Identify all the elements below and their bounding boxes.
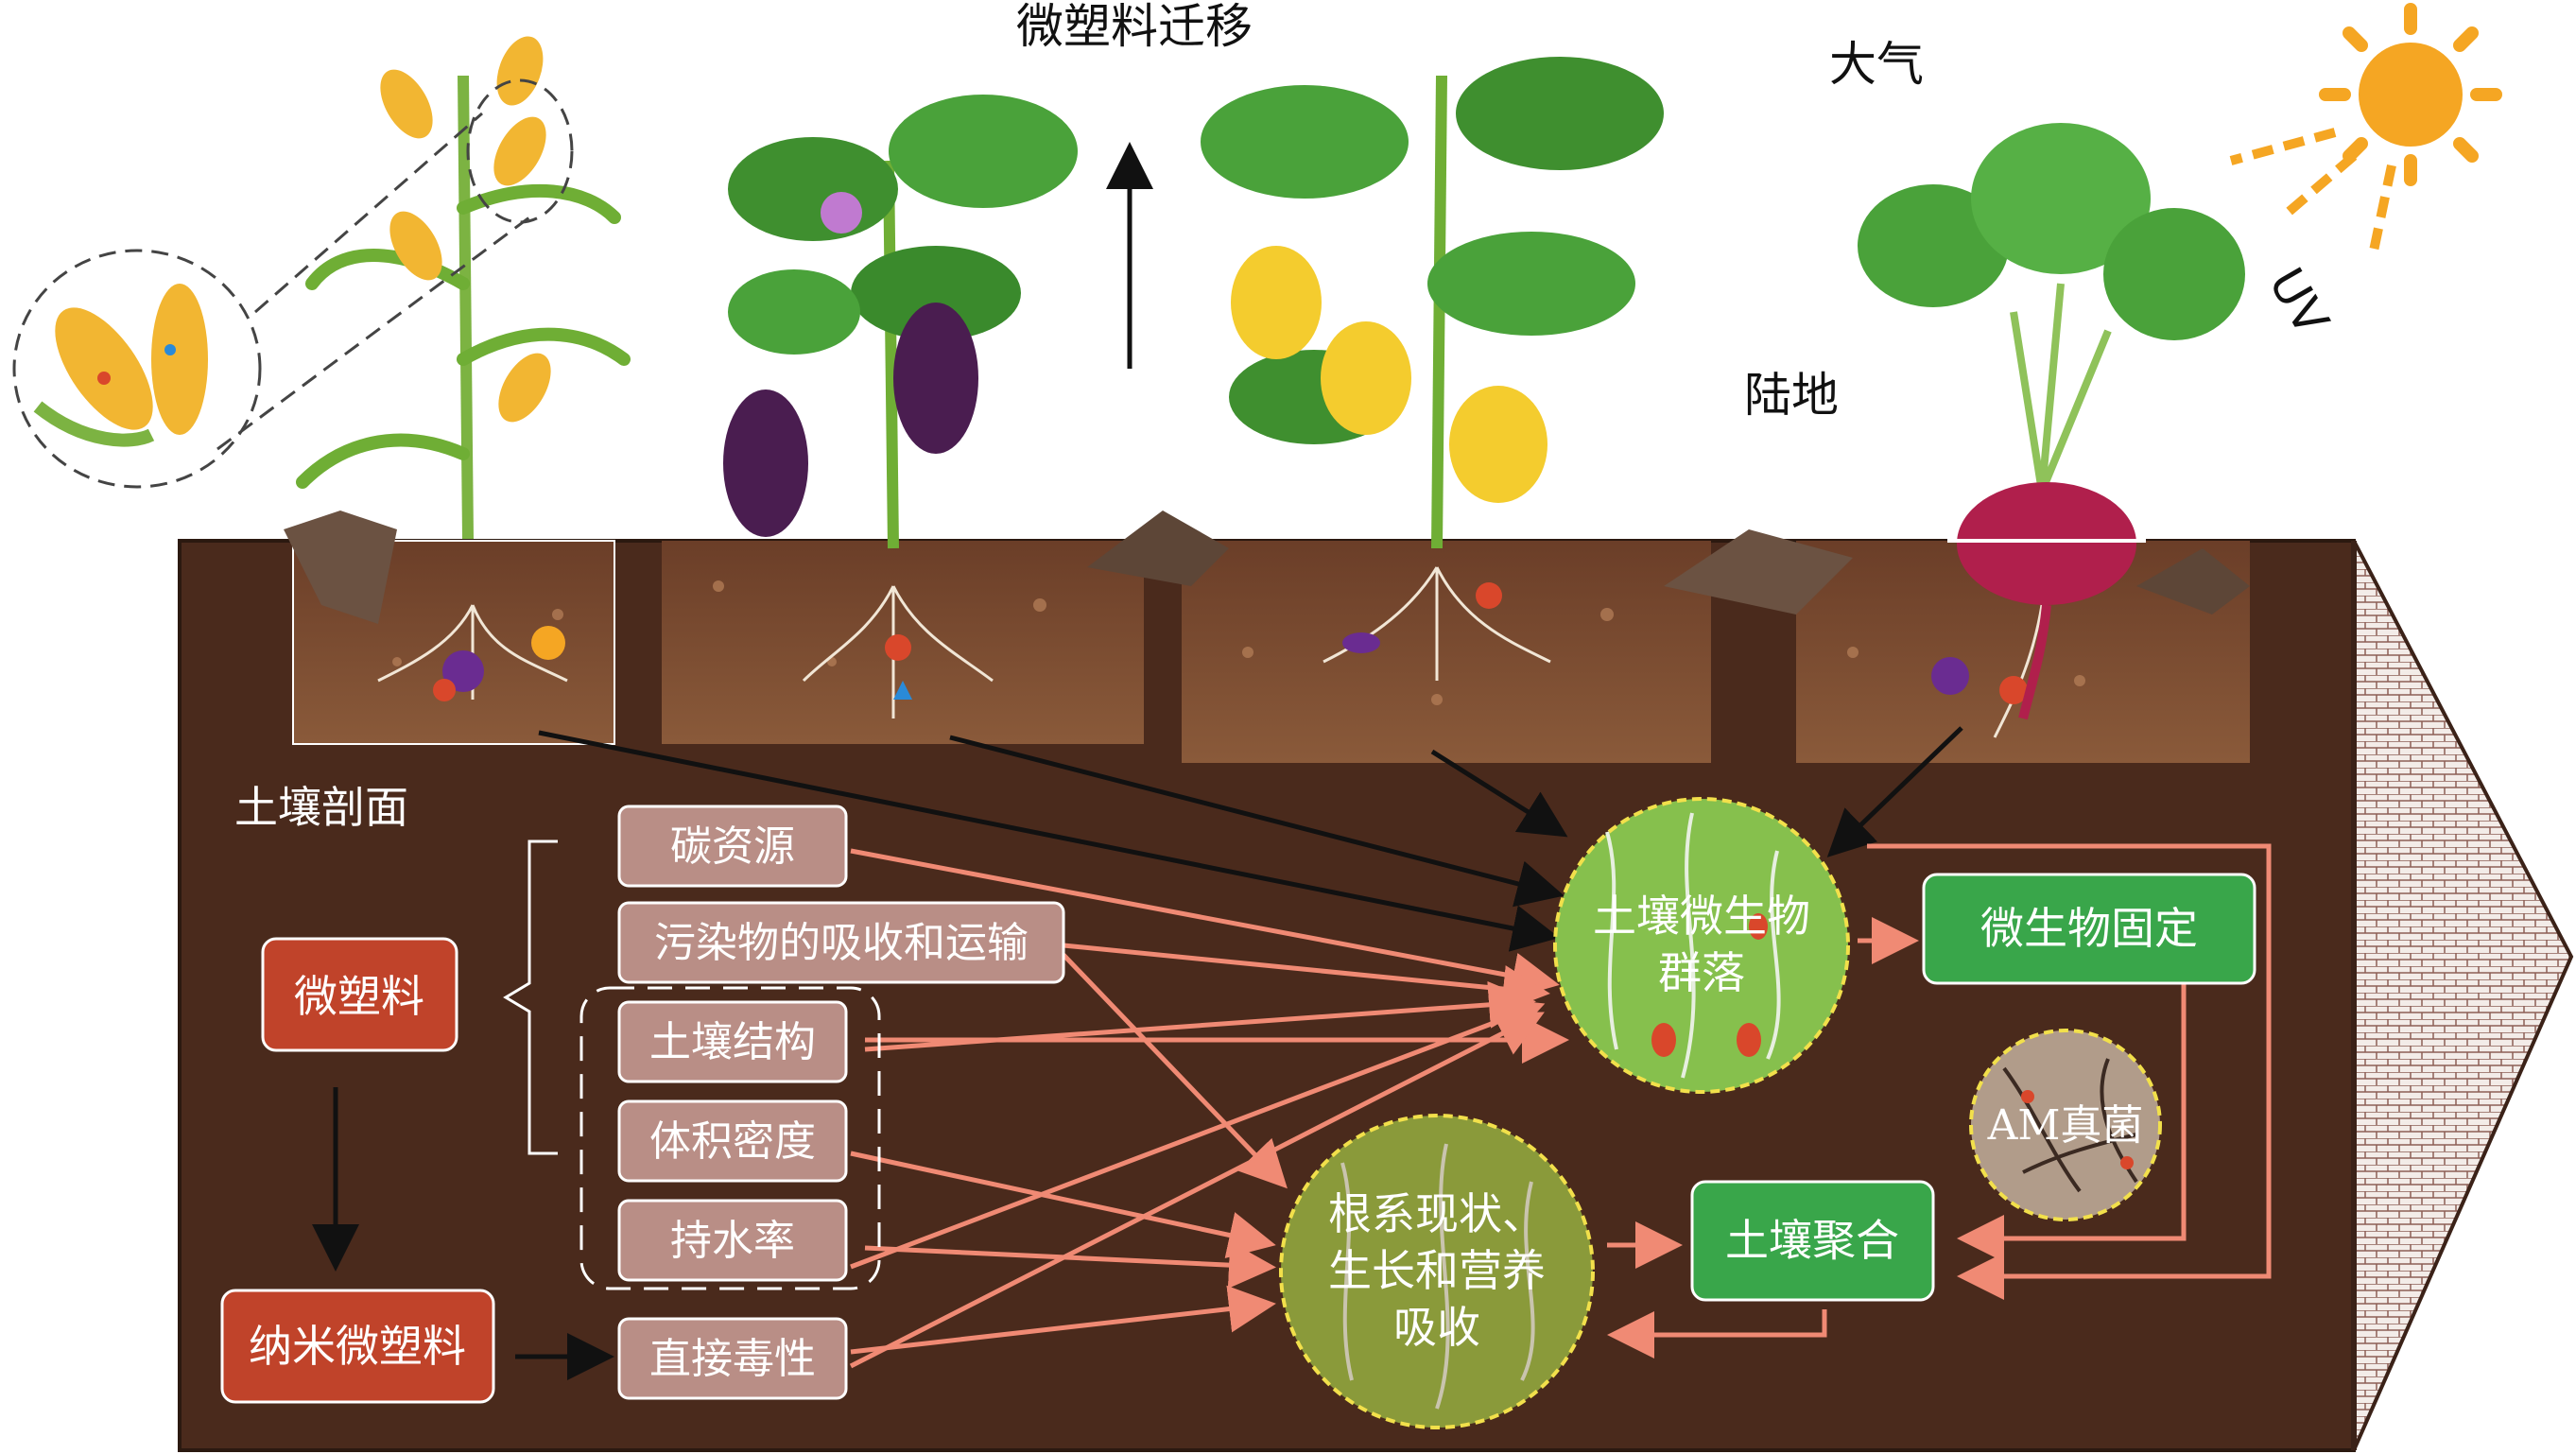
node-microbial-community-line2: 群落: [1658, 947, 1745, 998]
node-microplastics: 微塑料: [261, 937, 458, 1052]
corn-cob-detail: [33, 284, 208, 447]
node-direct-toxicity-label: 直接毒性: [649, 1335, 816, 1383]
node-bulk-density: 体积密度: [617, 1099, 848, 1183]
node-root-growth-line2: 生长和营养: [1328, 1245, 1546, 1296]
node-root-growth-line1: 根系现状、: [1328, 1188, 1546, 1239]
uv-label: UV: [2258, 259, 2340, 344]
pepper-plant: [1201, 57, 1664, 549]
node-microbial-community-line1: 土壤微生物: [1593, 891, 1810, 942]
node-carbon-source: 碳资源: [617, 805, 848, 888]
node-microbial-community: 土壤微生物 群落: [1553, 797, 1850, 1094]
atmosphere-label: 大气: [1829, 37, 1924, 92]
node-water-retention: 持水率: [617, 1199, 848, 1282]
node-soil-aggregation-label: 土壤聚合: [1725, 1215, 1899, 1266]
node-soil-aggregation: 土壤聚合: [1690, 1180, 1935, 1302]
migration-label: 微塑料迁移: [1016, 0, 1253, 54]
node-microbial-fixation: 微生物固定: [1922, 873, 2256, 985]
rock: [1664, 529, 1853, 614]
microplastic-particles: [433, 582, 2028, 704]
sun-icon: [2229, 3, 2502, 257]
zoom-ring-detail: [12, 249, 262, 489]
rock: [2136, 548, 2250, 614]
rock: [284, 511, 397, 624]
node-pollutant: 污染物的吸收和运输: [617, 901, 1065, 984]
node-soil-structure: 土壤结构: [617, 1000, 848, 1083]
soil-window-3: [1182, 541, 1711, 763]
node-nanoplastics-label: 纳米微塑料: [249, 1321, 466, 1372]
node-microbial-fixation-label: 微生物固定: [1980, 903, 2198, 954]
node-root-growth: 根系现状、 生长和营养 吸收: [1279, 1114, 1595, 1429]
corn-plant: [296, 36, 631, 540]
physical-props-group: [579, 986, 881, 1290]
node-pollutant-label: 污染物的吸收和运输: [654, 919, 1029, 967]
eggplant-plant: [723, 95, 1078, 549]
node-direct-toxicity: 直接毒性: [617, 1317, 848, 1400]
profile-arrows: [312, 726, 1963, 1380]
node-nanoplastics: 纳米微塑料: [220, 1289, 495, 1404]
effect-arrows: [849, 843, 2272, 1369]
node-carbon-source-label: 碳资源: [670, 822, 795, 871]
node-soil-structure-label: 土壤结构: [649, 1018, 816, 1066]
node-bulk-density-label: 体积密度: [649, 1117, 816, 1166]
node-root-growth-line3: 吸收: [1393, 1302, 1480, 1353]
node-water-retention-label: 持水率: [670, 1217, 795, 1265]
node-microplastics-label: 微塑料: [294, 971, 424, 1022]
zoom-ring: [466, 78, 574, 224]
rock: [1087, 511, 1229, 586]
node-am-fungi: AM真菌: [1969, 1029, 2162, 1221]
node-am-fungi-label: AM真菌: [1987, 1101, 2144, 1150]
soil-profile-label: 土壤剖面: [234, 782, 408, 833]
arrow-tip-brick: [2352, 540, 2574, 1451]
soil-profile-windows: [284, 511, 2250, 763]
radish-plant: [1858, 123, 2245, 720]
bracket: [503, 840, 558, 1155]
land-label: 陆地: [1744, 368, 1839, 423]
